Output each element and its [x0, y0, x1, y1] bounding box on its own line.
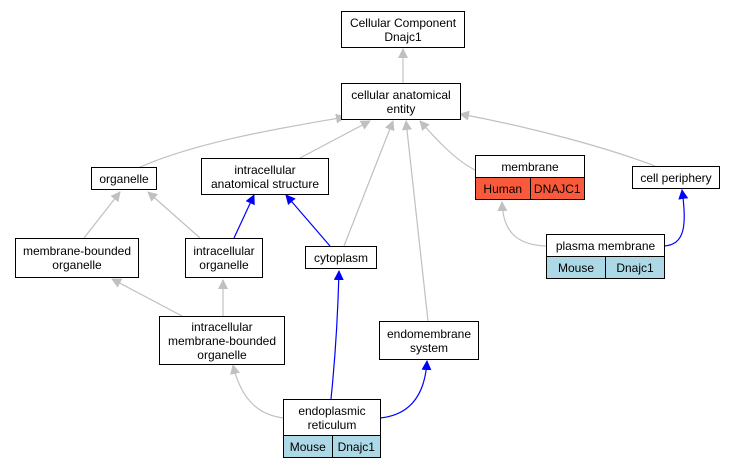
node-intracellular-membrane-bounded-organelle[interactable]: intracellular membrane-bounded organelle [159, 316, 285, 365]
annotation-row: Mouse Dnajc1 [547, 256, 664, 278]
edge-io-to-ias [233, 194, 255, 239]
node-membrane-bounded-organelle[interactable]: membrane-bounded organelle [15, 238, 139, 278]
node-cytoplasm[interactable]: cytoplasm [305, 246, 377, 269]
edge-es-to-cae [402, 120, 429, 322]
node-label: cell periphery [640, 170, 712, 185]
node-intracellular-anatomical-structure[interactable]: intracellular anatomical structure [201, 158, 329, 195]
edge-er-to-es [379, 360, 432, 419]
node-label: cytoplasm [313, 250, 369, 265]
node-label: endomembrane system [386, 326, 472, 355]
node-endomembrane-system[interactable]: endomembrane system [379, 321, 479, 360]
node-label: organelle [99, 171, 149, 186]
edge-mbo-to-organelle [83, 191, 121, 239]
edge-cellper-to-cae [459, 110, 656, 167]
node-plasma-membrane[interactable]: plasma membrane Mouse Dnajc1 [546, 234, 665, 279]
species-tag: Mouse [284, 436, 332, 457]
edge-er-to-imbo [230, 364, 285, 419]
edge-ias-to-cae [299, 120, 371, 159]
node-membrane[interactable]: membrane Human DNAJC1 [475, 155, 585, 200]
node-label: plasma membrane [555, 238, 656, 253]
node-organelle[interactable]: organelle [91, 167, 157, 190]
edge-pm-to-membrane [497, 201, 547, 247]
edge-membrane-to-cae [419, 120, 476, 171]
node-label: intracellular organelle [193, 244, 255, 272]
species-tag: Mouse [547, 257, 605, 278]
edge-organelle-to-cae [137, 113, 346, 169]
node-cellular-component-dnajc1[interactable]: Cellular Component Dnajc1 [341, 11, 465, 48]
node-label: membrane [501, 159, 559, 174]
node-cell-periphery[interactable]: cell periphery [632, 166, 720, 189]
node-label: endoplasmic reticulum [298, 403, 366, 432]
node-endoplasmic-reticulum[interactable]: endoplasmic reticulum Mouse Dnajc1 [283, 399, 381, 458]
node-label: membrane-bounded organelle [22, 244, 132, 272]
annotation-row: Human DNAJC1 [476, 177, 584, 199]
gene-tag: Dnajc1 [331, 436, 380, 457]
edge-er-to-cyto [330, 270, 344, 400]
annotation-row: Mouse Dnajc1 [284, 435, 380, 457]
edge-io-to-organelle [147, 191, 201, 239]
edge-imbo-to-mbo [111, 278, 183, 317]
node-label: Cellular Component Dnajc1 [349, 15, 457, 44]
node-intracellular-organelle[interactable]: intracellular organelle [185, 238, 263, 278]
species-tag: Human [476, 178, 530, 199]
node-label: intracellular anatomical structure [210, 162, 320, 191]
node-cellular-anatomical-entity[interactable]: cellular anatomical entity [341, 83, 461, 120]
node-label: cellular anatomical entity [351, 87, 451, 116]
edge-cyto-to-cae [343, 120, 395, 247]
node-label: intracellular membrane-bounded organelle [167, 319, 277, 362]
edge-pm-to-cellper [663, 189, 689, 247]
edge-cyto-to-ias [285, 194, 331, 247]
gene-tag: DNAJC1 [529, 178, 584, 199]
gene-tag: Dnajc1 [605, 257, 664, 278]
